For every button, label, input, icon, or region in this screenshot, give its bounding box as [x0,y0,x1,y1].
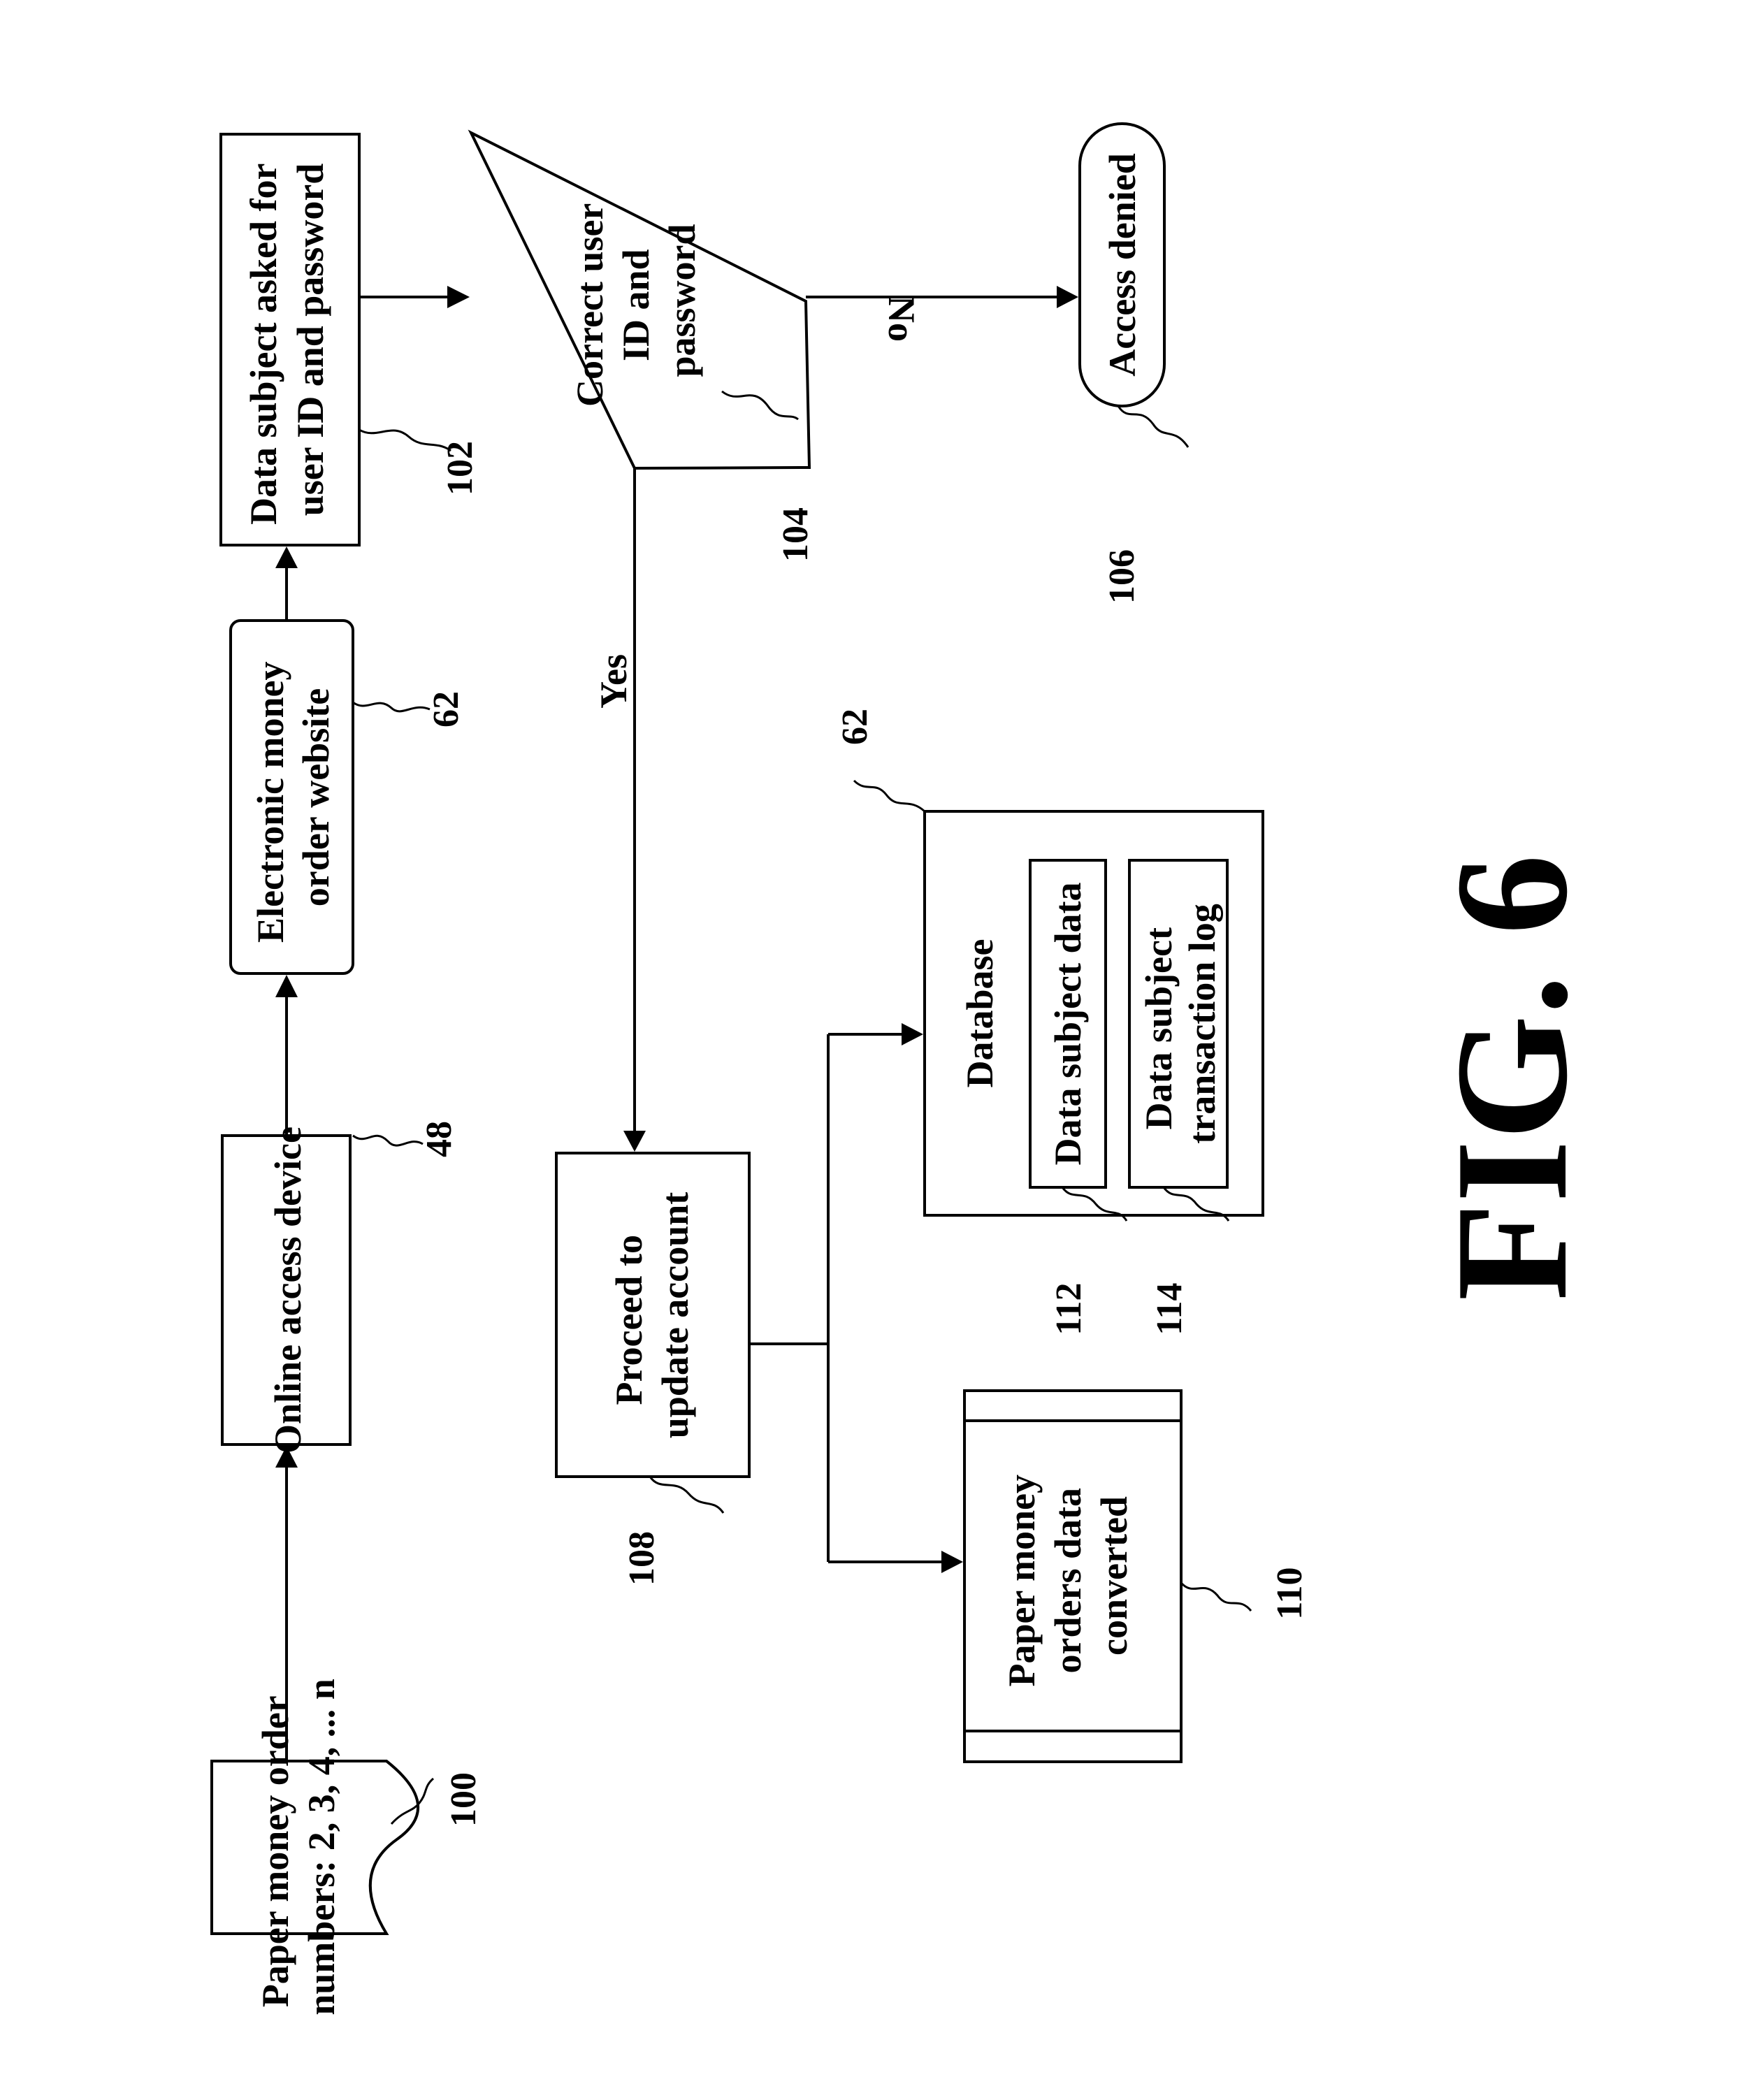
converted-orders-line-2: orders data [1047,1488,1089,1673]
ref-104: 104 [776,507,816,562]
transaction-log-line-2: transaction log [1181,904,1223,1144]
paper-money-order-line-1: Paper money order [254,1696,296,2007]
update-account-box [556,1153,749,1477]
converted-orders-label: Paper money orders data converted [1001,1465,1135,1687]
figure-label: FIG. 6 [1422,855,1600,1301]
leader-102 [359,430,451,451]
no-edge-label: No [881,296,923,342]
ref-106: 106 [1102,549,1142,604]
ref-114: 114 [1150,1282,1190,1335]
leader-62-website [353,702,430,711]
update-account-line-1: Proceed to [608,1235,650,1405]
ref-102: 102 [440,441,480,495]
leader-62-database [854,781,925,811]
ref-100: 100 [444,1772,484,1827]
update-account-line-2: update account [654,1192,696,1439]
arrowhead-login-to-decision [447,286,470,308]
access-denied-label: Access denied [1101,153,1143,376]
ref-108: 108 [622,1531,662,1586]
ref-48: 48 [419,1121,459,1157]
database-title: Database [959,939,1001,1088]
ref-62-database: 62 [835,709,875,745]
ref-62-website: 62 [426,691,466,727]
subject-data-label: Data subject data [1047,883,1089,1166]
leader-106 [1118,406,1188,447]
arrowhead-to-database [902,1023,923,1045]
online-access-device-label: Online access device [267,1127,309,1454]
converted-orders-line-3: converted [1093,1496,1135,1656]
credentials-check-line-3: password [661,224,703,377]
arrowhead-device-to-website [275,975,298,997]
website-line-2: order website [295,688,337,906]
ref-110: 110 [1270,1567,1310,1619]
credentials-check-line-2: ID and [615,249,657,361]
leader-108 [650,1477,723,1513]
arrowhead-to-converted [941,1551,963,1573]
credentials-check-line-1: Correct user [569,204,611,407]
paper-money-order-line-2: numbers: 2, 3, 4, ... n [301,1679,342,2015]
leader-48 [353,1136,423,1145]
arrowhead-website-to-login [275,546,298,568]
leader-110 [1181,1583,1251,1611]
converted-orders-line-1: Paper money [1001,1475,1043,1686]
ref-112: 112 [1049,1282,1089,1335]
arrowhead-decision-no [1057,286,1078,308]
website-line-1: Electronic money [250,662,291,943]
login-prompt-line-1: Data subject asked for [243,164,284,525]
arrowhead-decision-yes [623,1131,646,1152]
transaction-log-line-1: Data subject [1138,927,1180,1129]
login-prompt-line-2: user ID and password [289,164,331,516]
yes-edge-label: Yes [593,654,635,709]
